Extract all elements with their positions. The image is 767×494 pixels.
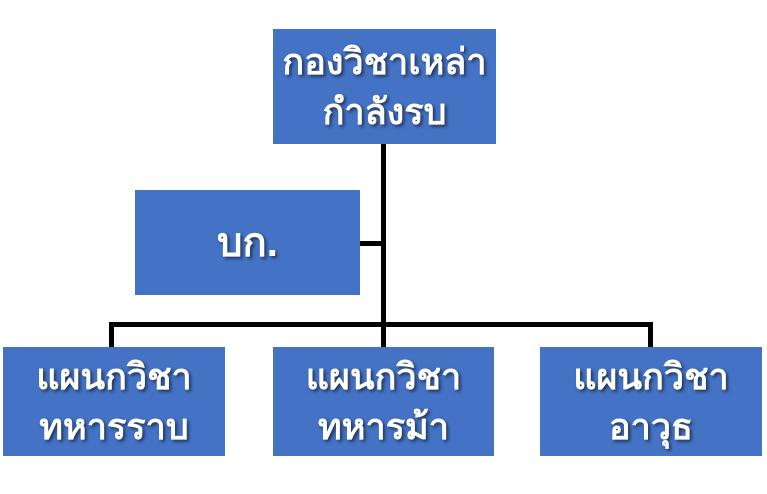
org-node-infantry-label-line2: ทหารราบ — [39, 405, 189, 447]
org-node-weapons-label-line2: อาวุธ — [608, 405, 694, 447]
org-node-hq: บก. — [135, 190, 360, 295]
org-node-root-label-line1: กองวิชาเหล่า — [282, 40, 487, 82]
org-node-weapons-dept: แผนกวิชา อาวุธ — [540, 347, 762, 456]
org-node-root-label-line2: กำลังรบ — [322, 90, 447, 132]
org-node-infantry-label-line1: แผนกวิชา — [36, 355, 192, 397]
org-node-root: กองวิชาเหล่า กำลังรบ — [273, 29, 496, 144]
org-node-infantry-dept: แผนกวิชา ทหารราบ — [3, 347, 225, 456]
org-node-cavalry-dept: แผนกวิชา ทหารม้า — [273, 347, 494, 456]
connector-hq-line — [359, 241, 386, 246]
org-node-hq-label: บก. — [217, 220, 278, 265]
org-node-cavalry-label-line1: แผนกวิชา — [305, 355, 462, 397]
org-node-weapons-label-line1: แผนกวิชา — [573, 355, 729, 397]
org-node-cavalry-label-line2: ทหารม้า — [318, 405, 449, 447]
connector-left-stub-line — [109, 322, 114, 347]
connector-junction-line — [109, 322, 653, 327]
connector-right-stub-line — [648, 322, 653, 347]
